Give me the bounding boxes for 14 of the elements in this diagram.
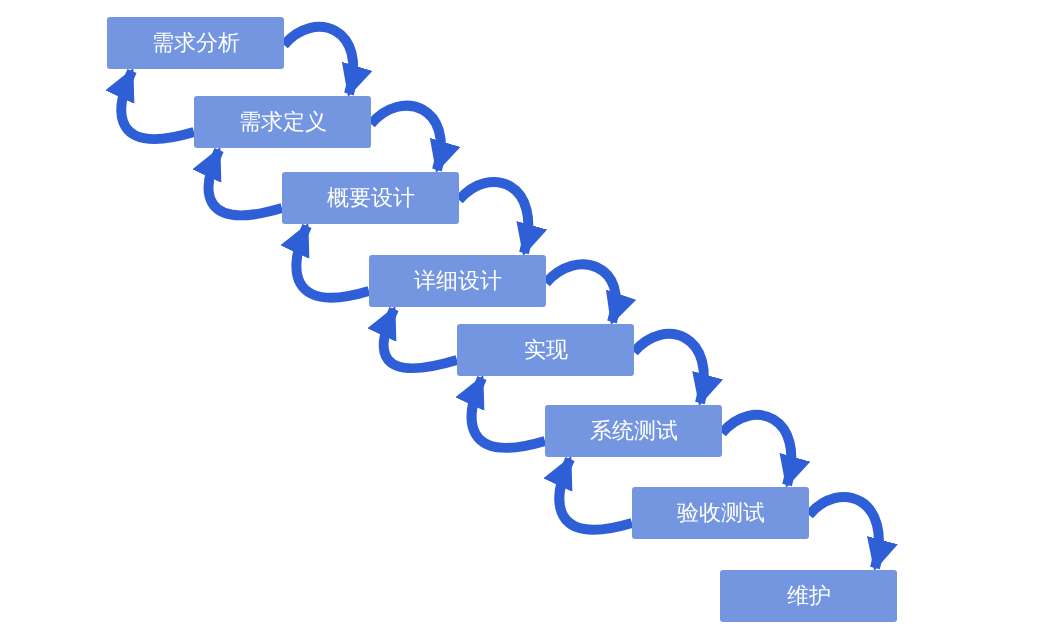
process-box: 系统测试 [545,405,722,457]
curved-arrow [281,223,371,303]
process-box: 需求定义 [194,96,371,148]
process-box: 需求分析 [107,17,284,69]
process-box: 详细设计 [369,255,546,307]
curved-arrow [367,306,459,374]
process-box: 概要设计 [282,172,459,224]
process-box: 验收测试 [632,487,809,539]
curved-arrow [456,375,547,453]
curved-arrow [106,68,196,144]
curved-arrow [193,147,284,221]
curved-arrow [544,456,634,535]
process-box: 实现 [457,324,634,376]
process-box: 维护 [720,570,897,622]
